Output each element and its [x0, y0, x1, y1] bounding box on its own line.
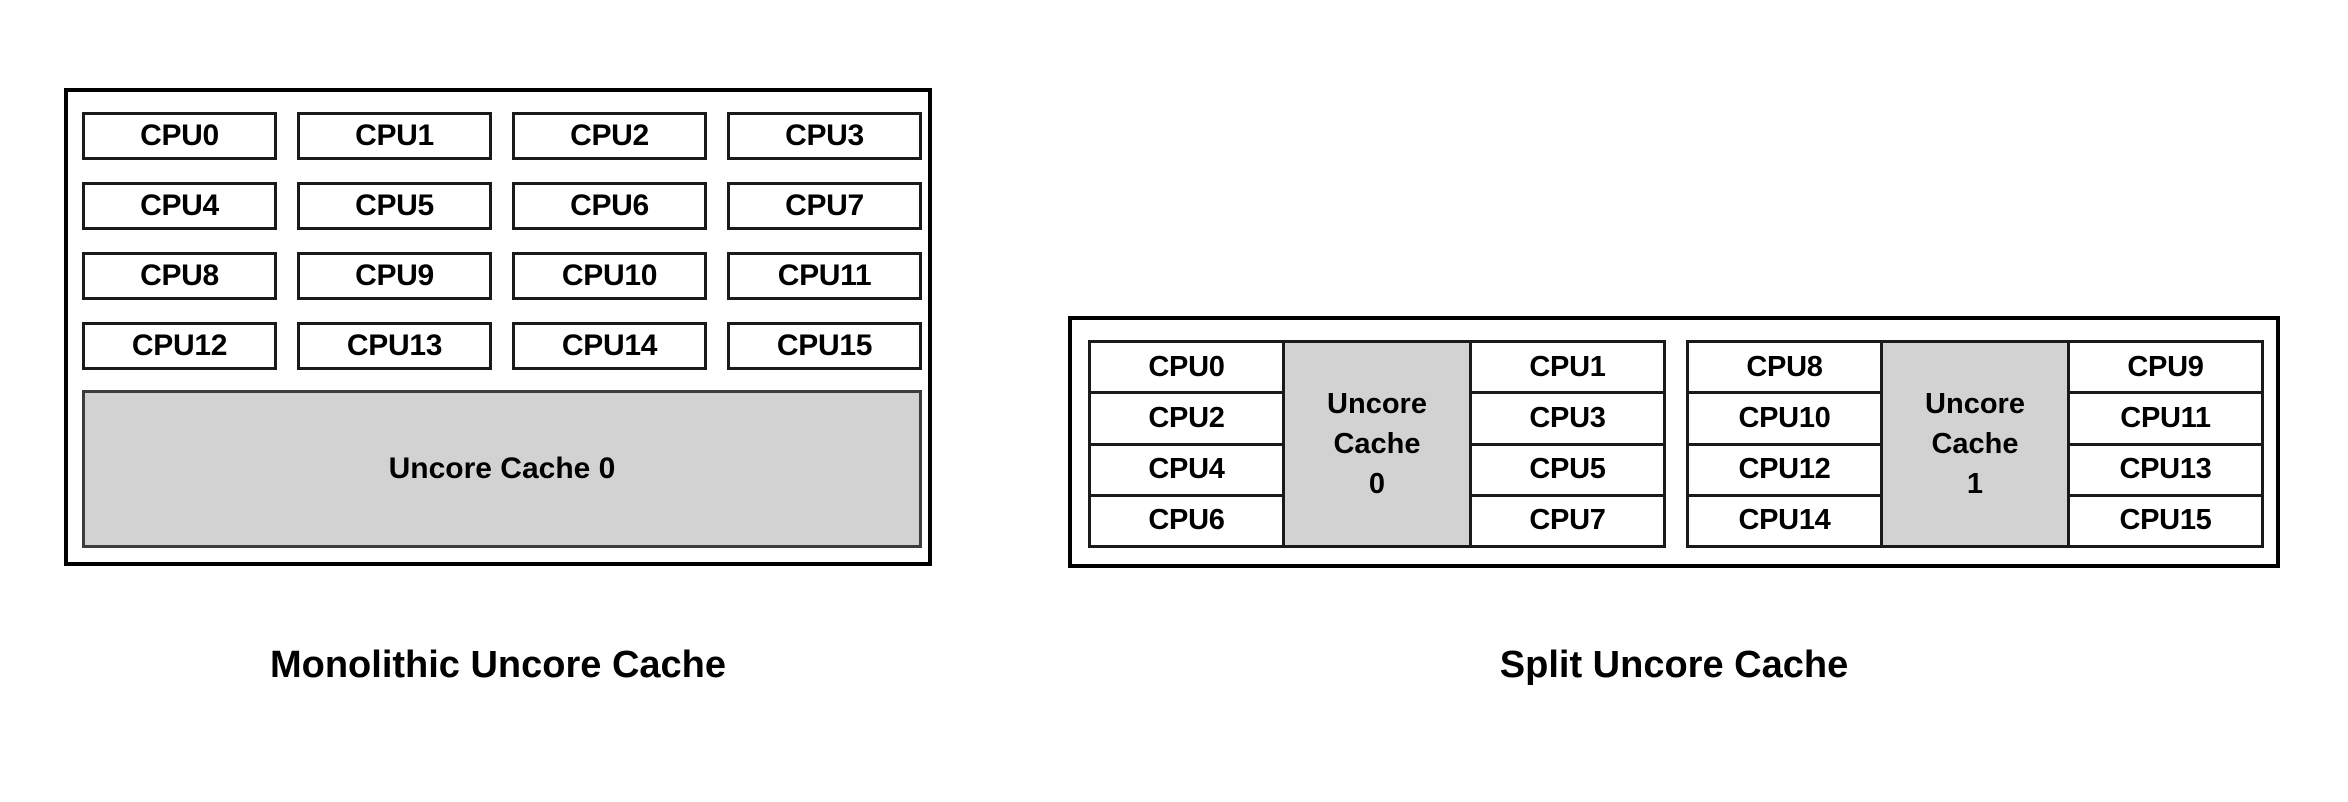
cpu-box[interactable]: CPU15	[2070, 496, 2261, 545]
cpu-box[interactable]: CPU14	[512, 322, 707, 370]
cpu-box[interactable]: CPU0	[82, 112, 277, 160]
cpu-box[interactable]: CPU9	[297, 252, 492, 300]
cpu-box[interactable]: CPU2	[1091, 394, 1282, 446]
cpu-box[interactable]: CPU7	[1472, 496, 1663, 545]
cluster-1-right-cpu-column: CPU9 CPU11 CPU13 CPU15	[2070, 343, 2261, 545]
cpu-box[interactable]: CPU12	[82, 322, 277, 370]
cpu-box[interactable]: CPU13	[2070, 445, 2261, 497]
cpu-box[interactable]: CPU10	[512, 252, 707, 300]
cpu-box[interactable]: CPU8	[82, 252, 277, 300]
cpu-box[interactable]: CPU2	[512, 112, 707, 160]
uncore-cache-box[interactable]: Uncore Cache 0	[82, 390, 922, 548]
monolithic-chip-outline: CPU0 CPU1 CPU2 CPU3 CPU4 CPU5 CPU6 CPU7 …	[64, 88, 932, 566]
cluster-1-left-cpu-column: CPU8 CPU10 CPU12 CPU14	[1689, 343, 1880, 545]
cpu-box[interactable]: CPU15	[727, 322, 922, 370]
uncore-cache-box[interactable]: Uncore Cache 1	[1880, 343, 2070, 545]
cpu-box[interactable]: CPU0	[1091, 343, 1282, 395]
cluster-0: CPU0 CPU2 CPU4 CPU6 Uncore Cache 0 CPU1 …	[1088, 340, 1666, 548]
uncore-cache-box[interactable]: Uncore Cache 0	[1282, 343, 1472, 545]
uncore-cache-label-index: 1	[1966, 468, 1984, 500]
cpu-box[interactable]: CPU5	[297, 182, 492, 230]
cpu-box[interactable]: CPU8	[1689, 343, 1880, 395]
uncore-cache-label-index: 0	[1368, 468, 1386, 500]
cpu-box[interactable]: CPU5	[1472, 445, 1663, 497]
cpu-box[interactable]: CPU13	[297, 322, 492, 370]
cpu-box[interactable]: CPU9	[2070, 343, 2261, 395]
cluster-1: CPU8 CPU10 CPU12 CPU14 Uncore Cache 1 CP…	[1686, 340, 2264, 548]
cpu-box[interactable]: CPU4	[1091, 445, 1282, 497]
cluster-0-right-cpu-column: CPU1 CPU3 CPU5 CPU7	[1472, 343, 1663, 545]
split-cluster-row: CPU0 CPU2 CPU4 CPU6 Uncore Cache 0 CPU1 …	[1088, 340, 2264, 548]
cpu-box[interactable]: CPU6	[1091, 496, 1282, 545]
uncore-cache-label-line2: Cache	[1931, 427, 2019, 460]
cpu-box[interactable]: CPU4	[82, 182, 277, 230]
monolithic-figure-caption: Monolithic Uncore Cache	[269, 644, 727, 686]
cpu-box[interactable]: CPU7	[727, 182, 922, 230]
uncore-cache-label-line1: Uncore	[1925, 387, 2025, 420]
split-chip-outline: CPU0 CPU2 CPU4 CPU6 Uncore Cache 0 CPU1 …	[1068, 316, 2280, 568]
cpu-box[interactable]: CPU3	[1472, 394, 1663, 446]
cluster-0-left-cpu-column: CPU0 CPU2 CPU4 CPU6	[1091, 343, 1282, 545]
cpu-box[interactable]: CPU3	[727, 112, 922, 160]
cpu-box[interactable]: CPU14	[1689, 496, 1880, 545]
cpu-box[interactable]: CPU6	[512, 182, 707, 230]
cpu-box[interactable]: CPU11	[727, 252, 922, 300]
split-figure-caption: Split Uncore Cache	[1499, 644, 1849, 686]
monolithic-cpu-grid: CPU0 CPU1 CPU2 CPU3 CPU4 CPU5 CPU6 CPU7 …	[82, 112, 922, 370]
cpu-box[interactable]: CPU12	[1689, 445, 1880, 497]
cpu-box[interactable]: CPU11	[2070, 394, 2261, 446]
cpu-box[interactable]: CPU1	[1472, 343, 1663, 395]
cpu-box[interactable]: CPU1	[297, 112, 492, 160]
uncore-cache-label-line2: Cache	[1333, 427, 1421, 460]
cpu-box[interactable]: CPU10	[1689, 394, 1880, 446]
uncore-cache-label-line1: Uncore	[1327, 387, 1427, 420]
